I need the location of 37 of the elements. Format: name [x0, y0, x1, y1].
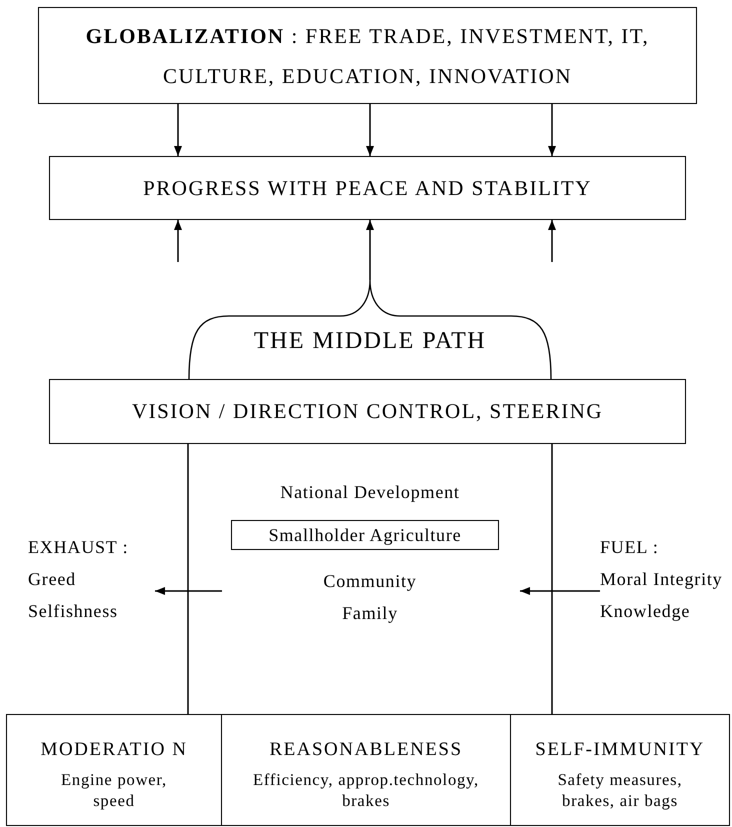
list-item: Selfishness: [28, 600, 118, 623]
node-label: PROGRESS WITH PEACE AND STABILITY: [143, 176, 592, 200]
node-label: GLOBALIZATION : FREE TRADE, INVESTMENT, IT, CULTURE, EDUCATION, INNOVATION: [84, 22, 650, 90]
node-label: VISION / DIRECTION CONTROL, STEERING: [132, 399, 604, 424]
table-cell: [221, 714, 511, 826]
cell-text: Safety measures, brakes, air bags: [556, 769, 684, 811]
connector-line: [551, 444, 553, 714]
cell-heading: MODERATIO N: [40, 738, 188, 762]
table-cell: [6, 714, 222, 826]
arrow: [548, 104, 556, 156]
cell-heading: SELF-IMMUNITY: [535, 738, 705, 762]
arrow: [548, 220, 556, 262]
text-label: Family: [342, 602, 398, 625]
node-label: THE MIDDLE PATH: [254, 328, 486, 355]
arrow: [174, 104, 182, 156]
table-cell: [510, 714, 730, 826]
cell-text: Engine power, speed: [60, 769, 168, 811]
arrow: [155, 587, 222, 595]
arrow: [174, 220, 182, 262]
list-item: Greed: [28, 568, 76, 591]
process-box: [38, 7, 697, 104]
arrow: [366, 220, 374, 280]
connector-line: [187, 444, 189, 714]
text-label: National Development: [280, 481, 460, 504]
list-heading: FUEL :: [600, 536, 659, 559]
list-item: Moral Integrity: [600, 568, 722, 591]
process-box: [49, 379, 686, 444]
list-item: Knowledge: [600, 600, 690, 623]
text-label: Community: [323, 570, 417, 593]
process-box: [231, 520, 499, 550]
list-heading: EXHAUST :: [28, 536, 128, 559]
arrow: [520, 587, 600, 595]
process-box: [49, 156, 686, 220]
cell-text: Efficiency, approp.technology, brakes: [252, 769, 480, 811]
node-label: Smallholder Agriculture: [268, 524, 462, 546]
arrow: [366, 104, 374, 156]
cell-heading: REASONABLENESS: [269, 738, 463, 762]
